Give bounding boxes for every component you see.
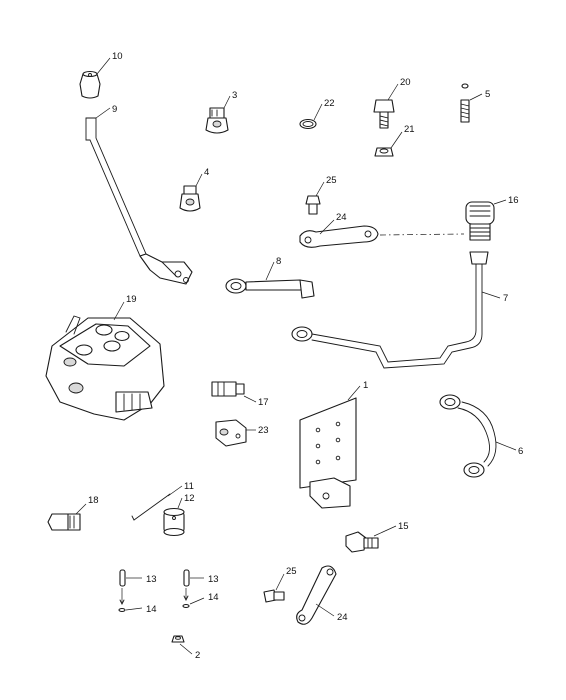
callout-16: 16 — [508, 195, 519, 206]
callout-22: 22 — [324, 98, 335, 109]
callout-11: 11 — [184, 481, 194, 492]
part-21-nut[interactable] — [374, 147, 394, 157]
callout-3: 3 — [232, 90, 237, 101]
part-25-fitting-top[interactable] — [305, 195, 321, 215]
callout-20: 20 — [400, 77, 411, 88]
callout-19: 19 — [126, 294, 137, 305]
part-13-pin-a[interactable] — [119, 569, 126, 587]
part-22-oring[interactable] — [299, 118, 317, 130]
callout-21: 21 — [404, 124, 415, 135]
part-19-control-valve[interactable] — [45, 315, 165, 421]
part-14-clip-b[interactable] — [182, 588, 190, 609]
callout-14-b: 14 — [208, 592, 219, 603]
callout-14-a: 14 — [146, 604, 157, 615]
part-5-screw[interactable] — [460, 83, 470, 123]
callout-24-bottom: 24 — [337, 612, 348, 623]
part-7-tube[interactable] — [291, 251, 489, 369]
callout-13-b: 13 — [208, 574, 219, 585]
part-18-coupling[interactable] — [47, 513, 81, 531]
callout-5: 5 — [485, 89, 490, 100]
callout-15: 15 — [398, 521, 409, 532]
callout-7: 7 — [503, 293, 508, 304]
callout-18: 18 — [88, 495, 99, 506]
callout-1: 1 — [363, 380, 368, 391]
callout-17: 17 — [258, 397, 269, 408]
part-16-hose-end[interactable] — [465, 201, 495, 241]
part-8-tube[interactable] — [225, 278, 315, 299]
callout-24-top: 24 — [336, 212, 347, 223]
callout-23: 23 — [258, 425, 269, 436]
part-17-fitting[interactable] — [211, 381, 245, 397]
callout-13-a: 13 — [146, 574, 157, 585]
part-3-fitting[interactable] — [205, 107, 229, 134]
part-6-tube[interactable] — [439, 394, 497, 478]
part-1-plate[interactable] — [299, 397, 357, 509]
part-25-fitting-bottom[interactable] — [263, 589, 285, 603]
part-2-nut[interactable] — [171, 635, 185, 643]
callout-6: 6 — [518, 446, 523, 457]
part-13-pin-b[interactable] — [183, 569, 190, 587]
callout-8: 8 — [276, 256, 281, 267]
part-15-sensor[interactable] — [345, 531, 379, 553]
callout-25-bottom: 25 — [286, 566, 297, 577]
callout-10: 10 — [112, 51, 123, 62]
part-4-fitting[interactable] — [179, 185, 201, 212]
part-23-block[interactable] — [215, 419, 247, 447]
part-9-lever[interactable] — [85, 117, 193, 285]
part-11-pin[interactable] — [131, 493, 171, 521]
callout-4: 4 — [204, 167, 209, 178]
callout-25-top: 25 — [326, 175, 337, 186]
callout-12: 12 — [184, 493, 195, 504]
callout-2: 2 — [195, 650, 200, 661]
part-14-clip-a[interactable] — [118, 588, 126, 613]
part-12-cap[interactable] — [163, 507, 185, 537]
part-24-bracket-top[interactable] — [299, 225, 379, 248]
part-24-bracket-bottom[interactable] — [296, 565, 337, 625]
part-20-bolt[interactable] — [373, 99, 395, 129]
callout-9: 9 — [112, 104, 117, 115]
part-10-knob[interactable] — [79, 70, 101, 99]
